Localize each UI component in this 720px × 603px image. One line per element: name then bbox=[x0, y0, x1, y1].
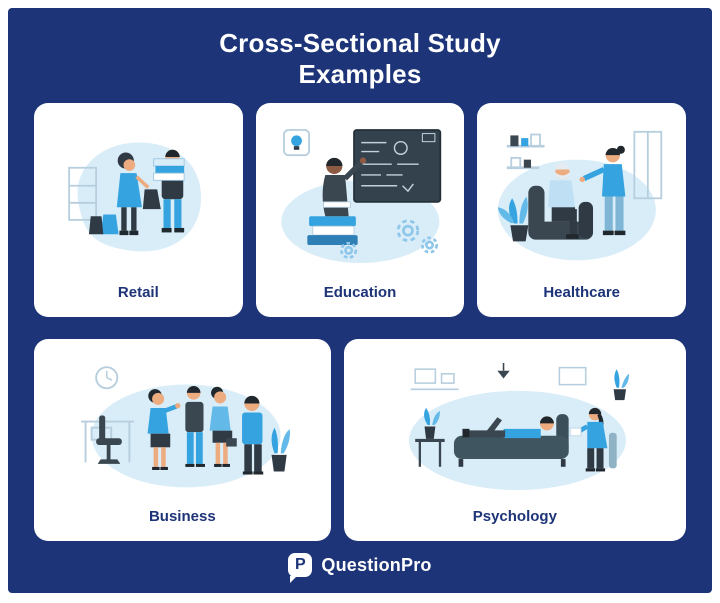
card-label-retail: Retail bbox=[117, 284, 159, 302]
background-panel: Cross-Sectional Study Examples bbox=[8, 8, 712, 593]
page-title: Cross-Sectional Study Examples bbox=[219, 28, 501, 89]
card-education: Education bbox=[255, 103, 465, 318]
brand-name: QuestionPro bbox=[321, 554, 432, 575]
logo-letter: P bbox=[295, 556, 306, 573]
brand-footer: P QuestionPro bbox=[8, 553, 712, 583]
bottom-row: Business bbox=[34, 339, 686, 542]
card-label-psychology: Psychology bbox=[472, 508, 557, 526]
questionpro-logo-icon: P bbox=[288, 553, 313, 583]
education-illustration bbox=[256, 103, 465, 280]
card-business: Business bbox=[34, 339, 331, 542]
card-label-education: Education bbox=[323, 284, 397, 302]
card-label-business: Business bbox=[148, 508, 216, 526]
business-illustration bbox=[34, 339, 331, 504]
card-retail: Retail bbox=[34, 103, 243, 318]
card-psychology: Psychology bbox=[343, 339, 686, 542]
healthcare-illustration bbox=[477, 103, 686, 280]
retail-illustration bbox=[34, 103, 243, 280]
card-healthcare: Healthcare bbox=[477, 103, 687, 318]
top-row: Retail bbox=[34, 103, 687, 318]
card-label-healthcare: Healthcare bbox=[543, 284, 621, 302]
psychology-illustration bbox=[344, 339, 686, 504]
